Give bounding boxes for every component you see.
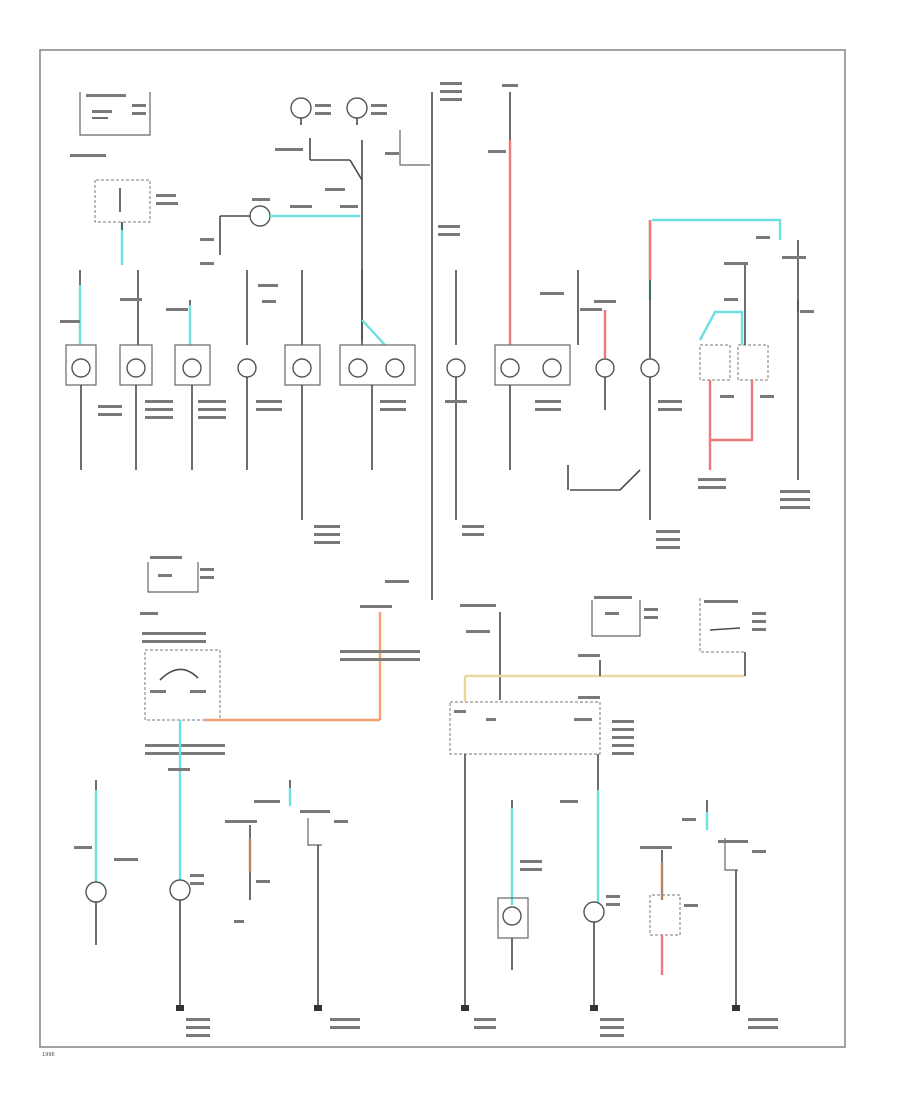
- diagram-corner-label: 1996: [42, 1052, 55, 1058]
- lamp-module-10: [567, 218, 782, 549]
- switch-top-center: [385, 82, 462, 270]
- relay-box-top-left: [94, 179, 178, 265]
- fuse-box-middle-left: [147, 556, 214, 593]
- lamp-module-3: [174, 344, 226, 470]
- label-center-top: [385, 580, 409, 583]
- lamp-module-5: [284, 344, 340, 544]
- red-feed-top: [488, 84, 518, 345]
- bottom-right-lamp-1: [497, 800, 542, 970]
- diagram-frame: [39, 49, 846, 1048]
- bottom-left-switch-2: [254, 780, 360, 1029]
- lamp-module-6: [339, 344, 416, 470]
- lamp-module-8: [494, 344, 571, 470]
- bottom-left-switch-1: [225, 820, 270, 923]
- bottom-left-lamp-2: [169, 874, 210, 1037]
- bottom-right-ground-1: [461, 754, 496, 1029]
- lamp-module-7: [445, 358, 484, 536]
- instrument-cluster: [140, 605, 420, 880]
- fuse-block-top-left: [70, 92, 151, 157]
- bus-row-top-left: [60, 270, 602, 600]
- wires-top-center: [200, 138, 363, 340]
- switch-box-middle-right: [699, 598, 766, 676]
- relay-pair-right: [698, 262, 774, 489]
- bottom-left-lamp-1: [74, 780, 138, 945]
- lamp-module-4: [237, 358, 282, 470]
- lamp-top-1: [290, 97, 387, 125]
- bottom-right-lamp-2: [560, 754, 624, 1037]
- lamp-module-9: [594, 300, 616, 410]
- control-module-right: [449, 604, 745, 755]
- lamp-module-1: [65, 344, 122, 470]
- bottom-right-switch-2: [682, 800, 778, 1029]
- fuse-box-middle-right: [591, 596, 658, 637]
- switch-right-column: [756, 236, 814, 509]
- lamp-module-2: [119, 344, 173, 470]
- bottom-right-switch-1: [640, 846, 698, 975]
